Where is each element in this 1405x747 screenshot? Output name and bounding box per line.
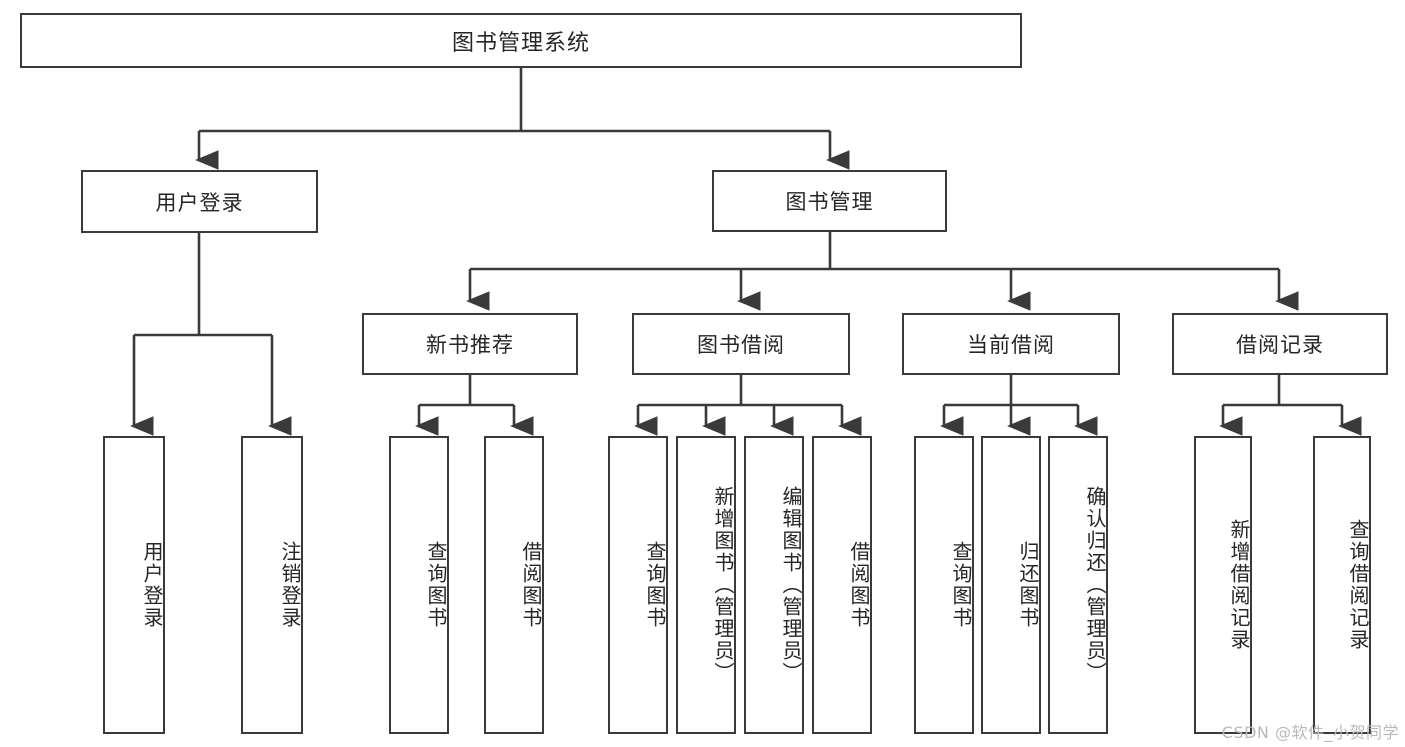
- node-new-book-recommend[interactable]: 新书推荐: [362, 313, 578, 375]
- leaf-add-borrow-record[interactable]: 新增借阅记录: [1194, 436, 1252, 734]
- node-label: 借阅记录: [1236, 333, 1324, 357]
- node-root[interactable]: 图书管理系统: [20, 13, 1022, 68]
- node-label: 用户登录: [155, 190, 244, 215]
- leaf-label: 新增图书（管理员）: [711, 486, 735, 684]
- node-book-management[interactable]: 图书管理: [712, 170, 947, 232]
- leaf-label: 查询图书: [643, 541, 667, 629]
- leaf-label: 查询图书: [949, 541, 973, 629]
- leaf-label: 查询图书: [424, 541, 448, 629]
- node-root-label: 图书管理系统: [451, 30, 590, 56]
- leaf-return-book[interactable]: 归还图书: [981, 436, 1041, 734]
- leaf-label: 查询借阅记录: [1346, 519, 1370, 651]
- leaf-label: 借阅图书: [847, 541, 871, 629]
- leaf-query-book-borrow[interactable]: 查询图书: [608, 436, 668, 734]
- node-book-borrow[interactable]: 图书借阅: [632, 313, 850, 375]
- leaf-label: 编辑图书（管理员）: [779, 486, 803, 684]
- leaf-label: 用户登录: [140, 541, 164, 629]
- leaf-user-login[interactable]: 用户登录: [103, 436, 165, 734]
- leaf-edit-book-admin[interactable]: 编辑图书（管理员）: [744, 436, 804, 734]
- node-label: 新书推荐: [426, 333, 514, 357]
- watermark: CSDN @软件_小贺同学: [1221, 723, 1399, 742]
- leaf-query-borrow-record[interactable]: 查询借阅记录: [1313, 436, 1371, 734]
- leaf-confirm-return-admin[interactable]: 确认归还（管理员）: [1048, 436, 1108, 734]
- leaf-label: 借阅图书: [519, 541, 543, 629]
- leaf-label: 注销登录: [278, 541, 302, 629]
- leaf-label: 归还图书: [1016, 541, 1040, 629]
- node-label: 当前借阅: [967, 333, 1055, 357]
- leaf-query-book-recommend[interactable]: 查询图书: [389, 436, 449, 734]
- leaf-query-book-current[interactable]: 查询图书: [914, 436, 974, 734]
- leaf-logout[interactable]: 注销登录: [241, 436, 303, 734]
- leaf-borrow-book[interactable]: 借阅图书: [812, 436, 872, 734]
- node-current-borrow[interactable]: 当前借阅: [902, 313, 1120, 375]
- node-label: 图书管理: [785, 190, 874, 214]
- node-borrow-record[interactable]: 借阅记录: [1172, 313, 1388, 375]
- leaf-add-book-admin[interactable]: 新增图书（管理员）: [676, 436, 736, 734]
- node-user-login[interactable]: 用户登录: [81, 170, 318, 233]
- leaf-label: 新增借阅记录: [1227, 519, 1251, 651]
- leaf-borrow-book-recommend[interactable]: 借阅图书: [484, 436, 544, 734]
- leaf-label: 确认归还（管理员）: [1083, 486, 1107, 684]
- node-label: 图书借阅: [697, 333, 785, 357]
